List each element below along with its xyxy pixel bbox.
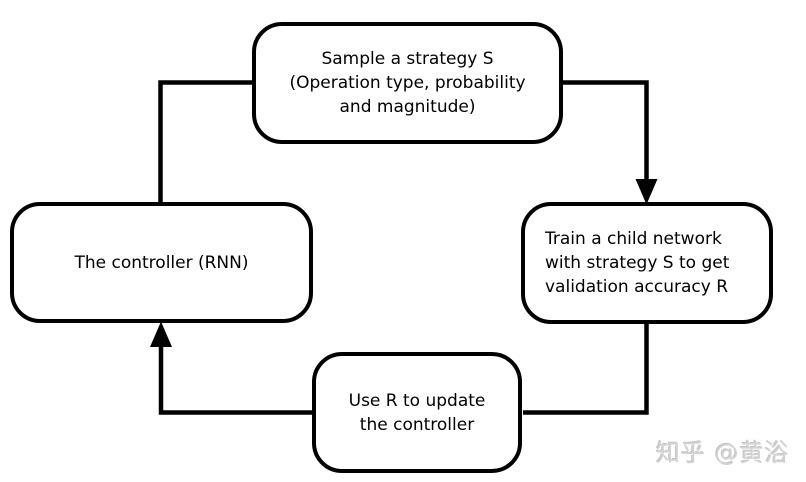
watermark-text: 知乎 @黄浴 [656, 439, 790, 467]
edge-update-to-controller [158, 342, 313, 415]
edge-train-to-update [523, 320, 649, 415]
arrowhead-down-icon [635, 179, 658, 205]
node-controller: The controller (RNN) [10, 202, 313, 323]
node-train-child-network: Train a child network with strategy S to… [521, 202, 773, 324]
edge-sample-to-train [559, 80, 649, 184]
edge-controller-to-sample [158, 80, 254, 204]
arrowhead-up-icon [150, 321, 172, 347]
node-sample-strategy: Sample a strategy S (Operation type, pro… [252, 22, 563, 144]
node-update-controller: Use R to update the controller [312, 352, 522, 473]
